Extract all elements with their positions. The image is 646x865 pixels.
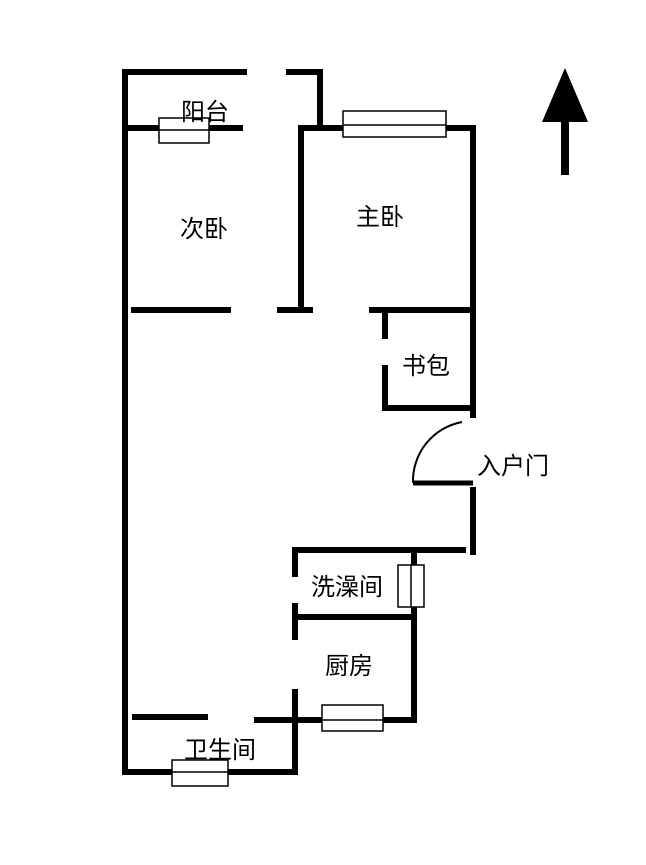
master-bedroom-window [342, 110, 447, 138]
label-kitchen: 厨房 [325, 652, 373, 680]
label-master-bedroom: 主卧 [356, 203, 404, 231]
label-shower-room: 洗澡间 [311, 573, 383, 601]
entrance-door-swing [411, 421, 473, 486]
label-balcony: 阳台 [181, 98, 229, 126]
walls [122, 69, 476, 775]
windows [158, 110, 447, 787]
kitchen-window [321, 704, 384, 732]
label-second-bedroom: 次卧 [180, 215, 228, 243]
label-study: 书包 [402, 352, 450, 380]
label-bathroom: 卫生间 [184, 736, 256, 764]
label-entrance-door: 入户门 [477, 452, 549, 480]
bathroom-window [171, 759, 229, 787]
north-arrow-icon [542, 68, 588, 175]
